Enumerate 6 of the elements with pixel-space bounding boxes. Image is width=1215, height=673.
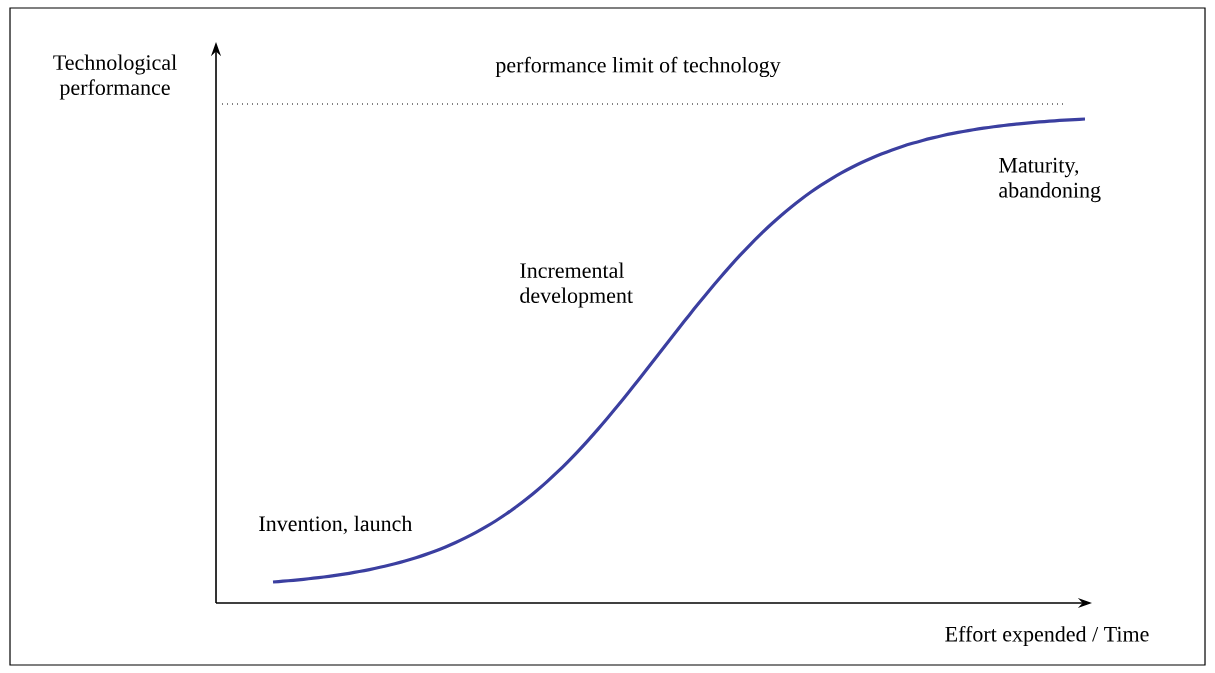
phase-label: Maturity, abandoning xyxy=(999,157,1101,203)
axis-title: Effort expended / Time xyxy=(945,625,1149,647)
phase-label: Invention, launch xyxy=(259,515,413,535)
phase-label: Incremental development xyxy=(520,262,633,308)
axis-title: Technological performance xyxy=(53,54,177,100)
limit-label: performance limit of technology xyxy=(495,56,781,78)
